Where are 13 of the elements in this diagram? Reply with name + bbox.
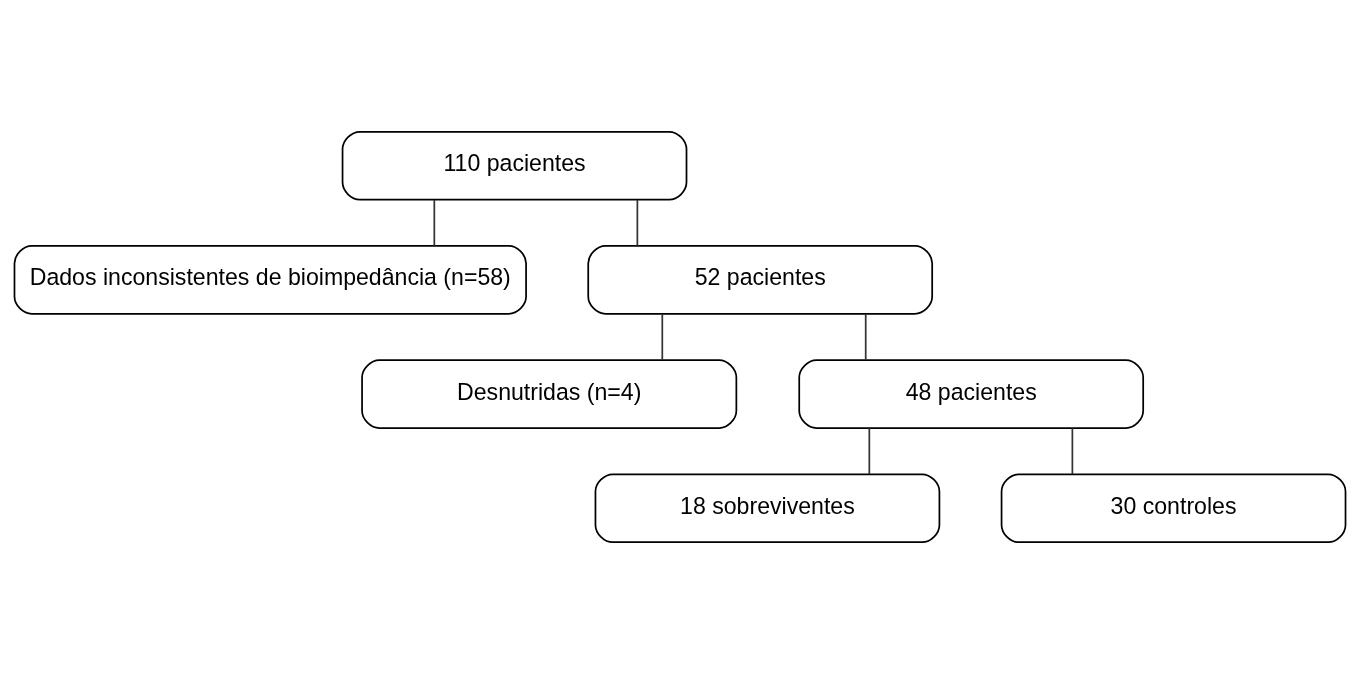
node-box: Desnutridas (n=4) xyxy=(361,359,738,429)
node-box: 48 pacientes xyxy=(798,359,1145,429)
node-box: Dados inconsistentes de bioimpedância (n=58) xyxy=(13,245,527,315)
node-box: 52 pacientes xyxy=(587,245,934,315)
connector xyxy=(433,199,436,247)
connector xyxy=(864,313,867,361)
node-box: 110 pacientes xyxy=(341,130,688,201)
node-box: 18 sobreviventes xyxy=(594,473,941,544)
node-box: 30 controles xyxy=(1000,473,1347,544)
connector xyxy=(1071,427,1074,475)
connector xyxy=(868,427,871,475)
connector xyxy=(661,313,664,361)
connector xyxy=(636,199,639,247)
